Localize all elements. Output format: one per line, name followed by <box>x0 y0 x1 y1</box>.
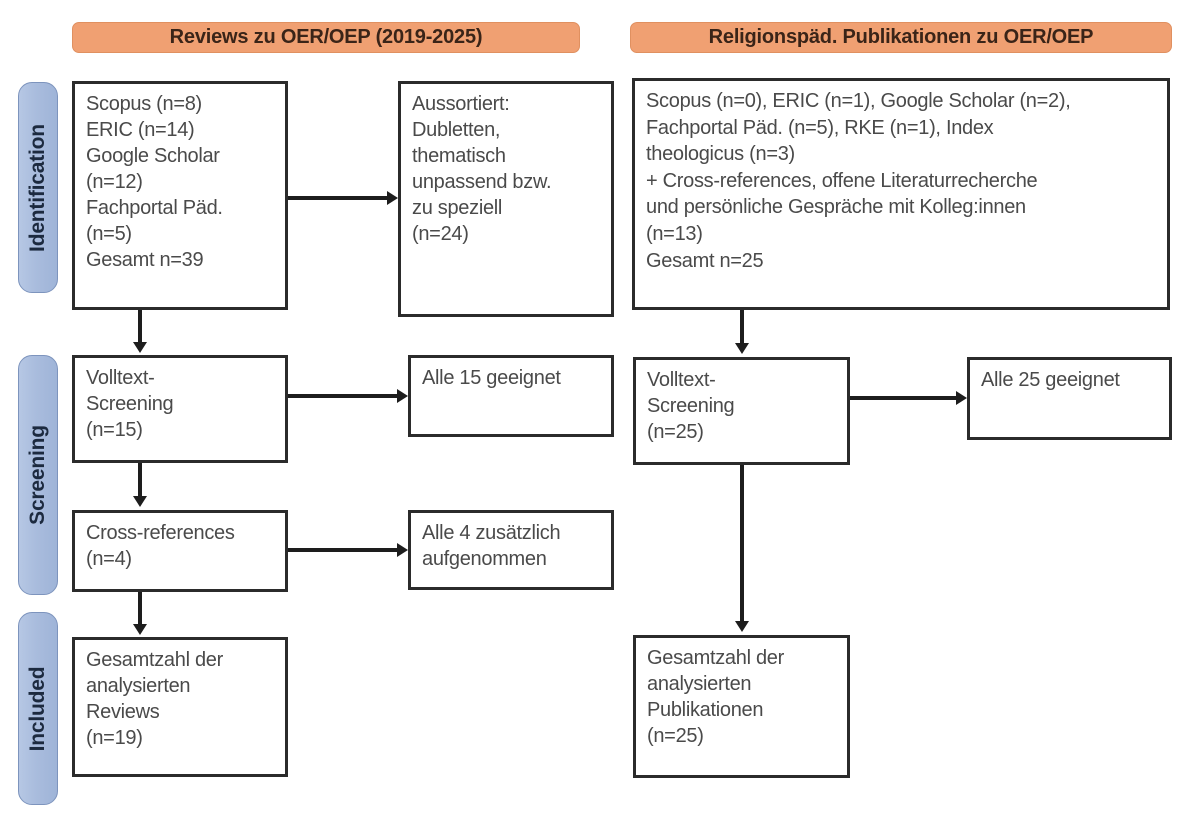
stage-label-screening: Screening <box>18 355 58 595</box>
stage-label-identification: Identification <box>18 82 58 293</box>
box-right-fulltext-result: Alle 25 geeignet <box>967 357 1172 440</box>
stage-label-included: Included <box>18 612 58 805</box>
connector-left-crossrefs-to-result <box>288 548 398 552</box>
arrowhead-right-fulltext-to-result <box>956 391 967 405</box>
column-header-left: Reviews zu OER/OEP (2019-2025) <box>72 22 580 53</box>
box-right-included-total: Gesamtzahl der analysierten Publikatione… <box>633 635 850 778</box>
stage-label-included-text: Included <box>26 666 49 751</box>
box-right-fulltext-screening: Volltext- Screening (n=25) <box>633 357 850 465</box>
stage-label-identification-text: Identification <box>26 123 49 252</box>
arrowhead-left-fulltext-to-result <box>397 389 408 403</box>
box-left-identification-sources: Scopus (n=8) ERIC (n=14) Google Scholar … <box>72 81 288 310</box>
connector-left-fulltext-to-result <box>288 394 398 398</box>
box-left-fulltext-screening: Volltext- Screening (n=15) <box>72 355 288 463</box>
connector-right-fulltext-to-included <box>740 465 744 622</box>
box-left-fulltext-result: Alle 15 geeignet <box>408 355 614 437</box>
column-header-left-label: Reviews zu OER/OEP (2019-2025) <box>169 26 483 48</box>
connector-right-fulltext-to-result <box>850 396 957 400</box>
connector-left-fulltext-to-crossrefs <box>138 463 142 497</box>
connector-left-sources-to-excluded <box>288 196 388 200</box>
connector-right-sources-to-fulltext <box>740 310 744 344</box>
arrowhead-right-sources-to-fulltext <box>735 343 749 354</box>
connector-left-crossrefs-to-included <box>138 592 142 625</box>
box-right-identification-sources: Scopus (n=0), ERIC (n=1), Google Scholar… <box>632 78 1170 310</box>
arrowhead-left-sources-to-excluded <box>387 191 398 205</box>
connector-left-sources-to-fulltext <box>138 310 142 343</box>
arrowhead-left-fulltext-to-crossrefs <box>133 496 147 507</box>
box-left-cross-references: Cross-references (n=4) <box>72 510 288 592</box>
arrowhead-right-fulltext-to-included <box>735 621 749 632</box>
arrowhead-left-crossrefs-to-included <box>133 624 147 635</box>
arrowhead-left-sources-to-fulltext <box>133 342 147 353</box>
box-left-excluded: Aussortiert: Dubletten, thematisch unpas… <box>398 81 614 317</box>
column-header-right: Religionspäd. Publikationen zu OER/OEP <box>630 22 1172 53</box>
box-left-included-total: Gesamtzahl der analysierten Reviews (n=1… <box>72 637 288 777</box>
stage-label-screening-text: Screening <box>26 425 49 525</box>
column-header-right-label: Religionspäd. Publikationen zu OER/OEP <box>708 26 1094 48</box>
box-left-cross-references-result: Alle 4 zusätzlich aufgenommen <box>408 510 614 590</box>
arrowhead-left-crossrefs-to-result <box>397 543 408 557</box>
